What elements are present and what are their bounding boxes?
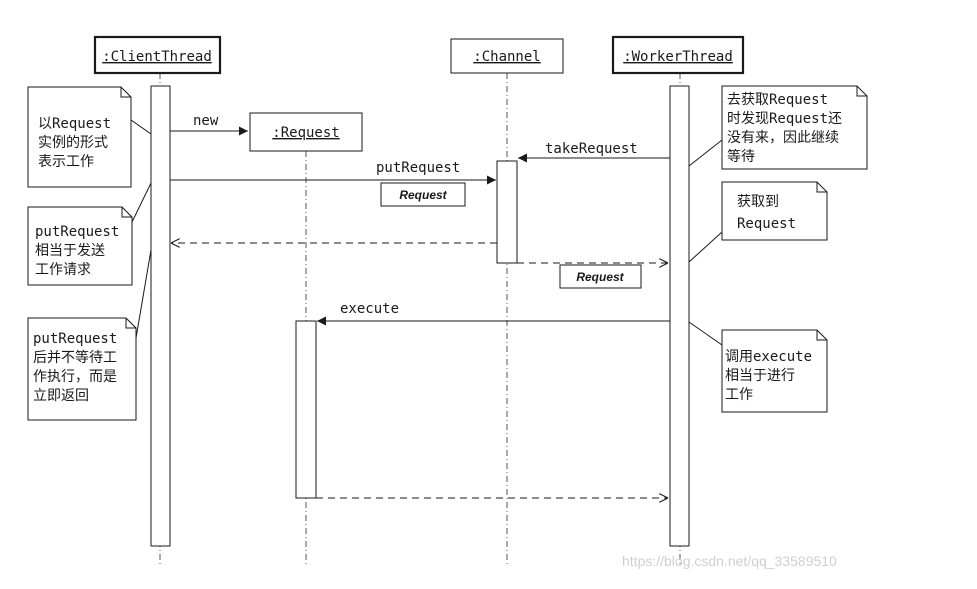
- note-left-2: putRequest 相当于发送 工作请求: [35, 224, 128, 278]
- object-request-return: Request: [576, 270, 624, 284]
- watermark: https://blog.csdn.net/qq_33589510: [622, 553, 837, 569]
- participant-client: :ClientThread: [102, 49, 212, 65]
- note-left-1-shape: [27, 86, 132, 188]
- participant-request: :Request: [272, 125, 339, 141]
- note-right-1: 去获取Request 时发现Request还 没有来，因此继续 等待: [727, 92, 850, 165]
- object-request-put-box: [380, 182, 466, 207]
- note-left-2-shape: [27, 206, 133, 286]
- note-right-2-shape: [721, 181, 828, 241]
- note-left-3-connector: [135, 249, 152, 339]
- note-right-2-connector: [688, 231, 723, 263]
- participant-client-box: [93, 35, 222, 75]
- note-left-3-shape: [27, 317, 137, 421]
- activation-channel: [496, 160, 518, 264]
- participant-channel-box: [450, 38, 564, 74]
- note-right-2: 获取到 Request: [737, 194, 796, 232]
- participant-request-box: [249, 112, 363, 152]
- message-put-request: putRequest: [376, 160, 460, 176]
- activation-client: [150, 85, 171, 547]
- note-left-1: 以Request 实例的形式 表示工作: [38, 116, 119, 170]
- message-take-request: takeRequest: [545, 141, 638, 157]
- note-right-1-shape: [721, 85, 868, 170]
- note-right-1-connector: [688, 139, 723, 167]
- participant-worker-box: [611, 35, 745, 75]
- message-new: new: [193, 113, 219, 129]
- note-right-3: 调用execute 相当于进行 工作: [725, 349, 820, 403]
- participant-worker: :WorkerThread: [623, 49, 733, 65]
- note-right-3-connector: [688, 321, 723, 346]
- note-left-3: putRequest 后并不等待工 作执行，而是 立即返回: [33, 331, 126, 404]
- object-request-return-box: [559, 264, 642, 289]
- note-left-2-connector: [131, 182, 152, 223]
- message-execute: execute: [340, 301, 399, 317]
- activation-worker: [669, 85, 690, 547]
- activation-request: [295, 320, 317, 499]
- note-left-1-connector: [130, 119, 152, 135]
- object-request-put: Request: [399, 188, 447, 202]
- note-right-3-shape: [721, 329, 828, 413]
- participant-channel: :Channel: [473, 49, 540, 65]
